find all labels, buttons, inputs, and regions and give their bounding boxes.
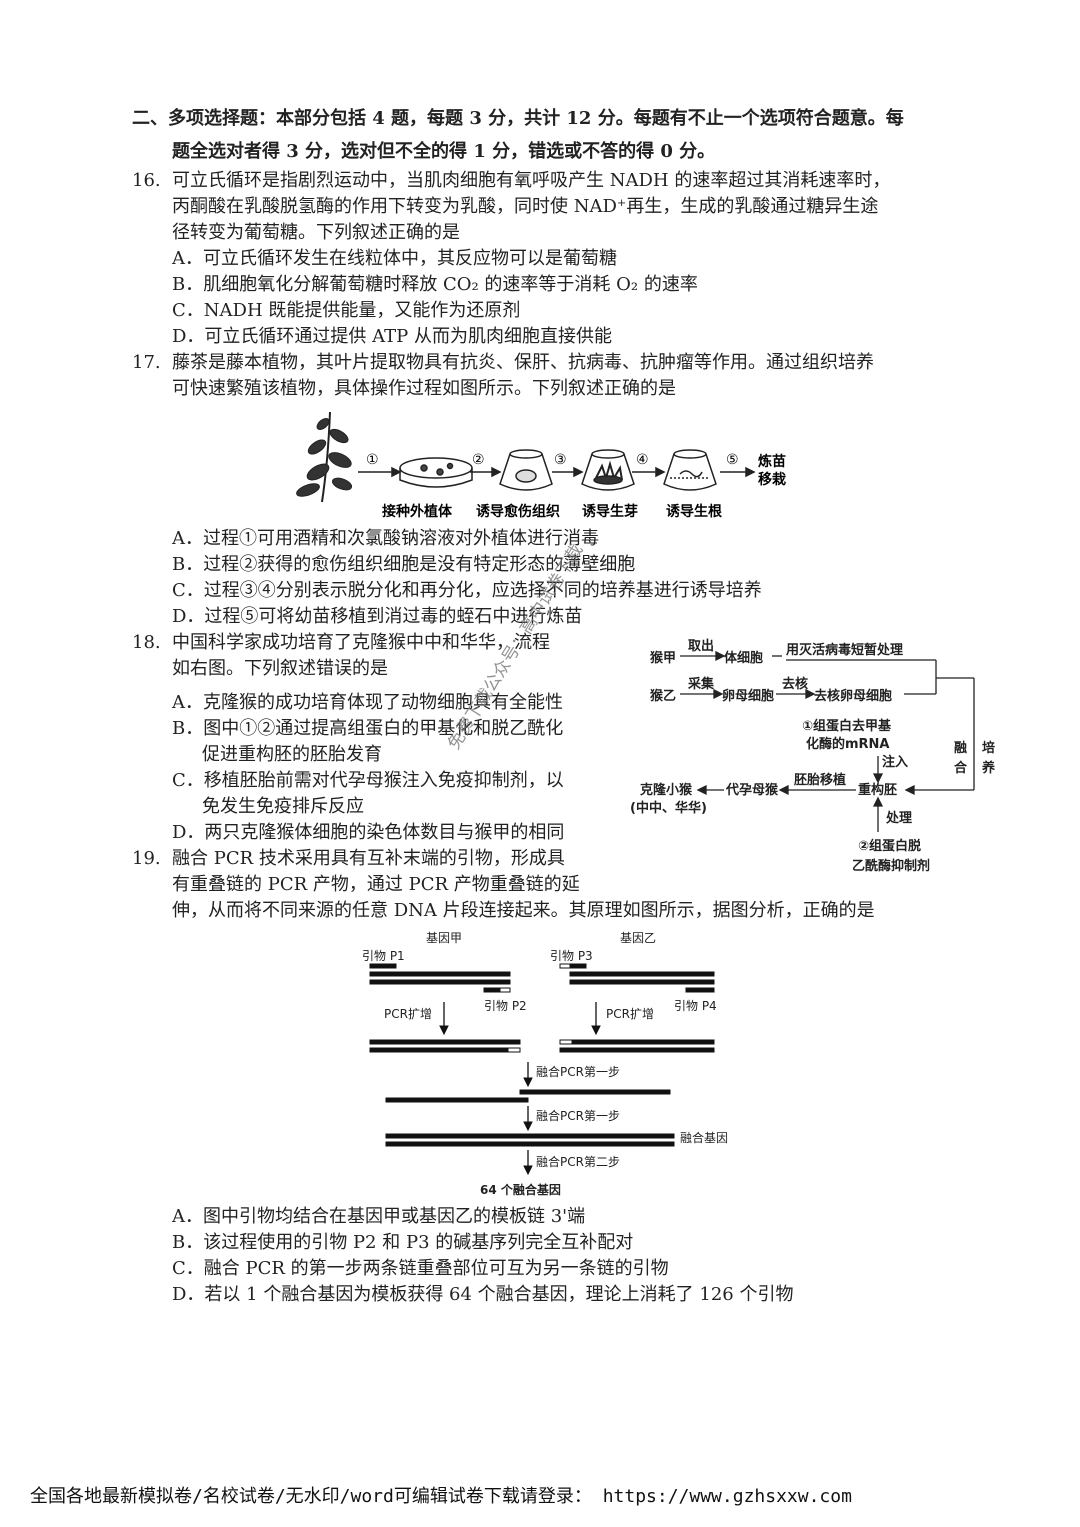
- footer-link-text[interactable]: 全国各地最新模拟卷/名校试卷/无水印/word可编辑试卷下载请登录： https…: [30, 1486, 852, 1507]
- diagram-label: 注入: [882, 754, 908, 770]
- flask-root-icon: [663, 449, 717, 491]
- q19-option-d: D．若以 1 个融合基因为模板获得 64 个融合基因，理论上消耗了 126 个引…: [172, 1284, 794, 1305]
- q18-option-b: B．图中①②通过提高组蛋白的甲基化和脱乙酰化: [172, 718, 564, 739]
- diagram-label: 融: [954, 740, 967, 756]
- question-number: 19.: [132, 848, 161, 869]
- q19-stem-line: 融合 PCR 技术采用具有互补末端的引物，形成具: [172, 848, 565, 869]
- end-label: 移栽: [758, 471, 786, 488]
- figure-caption: 诱导生芽: [582, 503, 638, 520]
- diagram-label: 64 个融合基因: [480, 1182, 561, 1197]
- q19-stem-line: 有重叠链的 PCR 产物，通过 PCR 产物重叠链的延: [172, 874, 580, 895]
- diagram-label: 取出: [688, 638, 714, 654]
- q17-stem-line: 可快速繁殖该植物，具体操作过程如图所示。下列叙述正确的是: [172, 378, 676, 399]
- q19-option-b: B．该过程使用的引物 P2 和 P3 的碱基序列完全互补配对: [172, 1232, 634, 1253]
- diagram-label: PCR扩增: [606, 1007, 654, 1021]
- q16-option-b: B．肌细胞氧化分解葡萄糖时释放 CO₂ 的速率等于消耗 O₂ 的速率: [172, 274, 698, 295]
- q16-stem-line: 可立氏循环是指剧烈运动中，当肌肉细胞有氧呼吸产生 NADH 的速率超过其消耗速率…: [172, 170, 891, 191]
- q17-option-d: D．过程⑤可将幼苗移植到消过毒的蛭石中进行炼苗: [172, 606, 583, 627]
- figure-caption: 接种外植体: [382, 503, 453, 520]
- q18-option-c: C．移植胚胎前需对代孕母猴注入免疫抑制剂，以: [172, 770, 564, 791]
- diagram-label: 基因甲: [426, 931, 462, 945]
- petri-dish-icon: [399, 457, 473, 488]
- q16-option-d: D．可立氏循环通过提供 ATP 从而为肌肉细胞直接供能: [172, 326, 613, 347]
- q17-option-a: A．过程①可用酒精和次氯酸钠溶液对外植体进行消毒: [172, 528, 599, 549]
- tissue-culture-figure: ① ② ③ ④ ⑤ 炼苗 移栽: [296, 411, 786, 520]
- diagram-label: 采集: [687, 676, 715, 692]
- end-label: 炼苗: [758, 453, 786, 470]
- q17-option-c: C．过程③④分别表示脱分化和再分化，应选择不同的培养基进行诱导培养: [172, 580, 762, 601]
- diagram-label: ①组蛋白去甲基: [802, 718, 892, 734]
- diagram-label: 去核卵母细胞: [814, 688, 892, 704]
- diagram-label: 乙酰酶抑制剂: [852, 858, 930, 874]
- diagram-label: (中中、华华): [630, 800, 707, 816]
- section-header-line1: 二、多项选择题：本部分包括 4 题，每题 3 分，共计 12 分。每题有不止一个…: [132, 108, 904, 129]
- step-label: ③: [554, 452, 567, 468]
- q18-option-b-cont: 促进重构胚的胚胎发育: [202, 744, 382, 765]
- section-header-line2: 题全选对者得 3 分，选对但不全的得 1 分，错选或不答的得 0 分。: [172, 141, 716, 162]
- q19-option-c: C．融合 PCR 的第一步两条链重叠部位可互为另一条链的引物: [172, 1258, 669, 1279]
- figure-caption: 诱导愈伤组织: [476, 503, 560, 520]
- diagram-label: ②组蛋白脱: [858, 838, 921, 854]
- diagram-label: 融合PCR第一步: [536, 1064, 620, 1079]
- cloning-flow-diagram: 猴甲 取出 体细胞 用灭活病毒短暂处理 猴乙 采集 卵母细胞 去核 去核卵母细胞…: [630, 638, 996, 874]
- flask-shoot-icon: [581, 449, 635, 491]
- diagram-label: 融合PCR第一步: [536, 1108, 620, 1123]
- diagram-label: 猴乙: [650, 688, 676, 704]
- diagram-label: 融合PCR第二步: [536, 1154, 620, 1169]
- diagram-label: 基因乙: [620, 931, 656, 945]
- diagram-label: 处理: [885, 810, 912, 826]
- step-label: ④: [636, 452, 649, 468]
- diagram-label: 引物 P4: [674, 999, 717, 1013]
- q16-stem-line: 丙酮酸在乳酸脱氢酶的作用下转变为乳酸，同时使 NAD⁺再生，生成的乳酸通过糖异生…: [172, 196, 879, 217]
- q18-option-c-cont: 免发生免疫排斥反应: [202, 796, 364, 817]
- diagram-label: 重构胚: [858, 782, 897, 798]
- q18-option-a: A．克隆猴的成功培育体现了动物细胞具有全能性: [172, 692, 563, 713]
- diagram-label: 引物 P2: [484, 999, 527, 1013]
- diagram-label: 去核: [782, 676, 808, 692]
- q16-option-a: A．可立氏循环发生在线粒体中，其反应物可以是葡萄糖: [172, 248, 617, 269]
- q17-option-b: B．过程②获得的愈伤组织细胞是没有特定形态的薄壁细胞: [172, 554, 636, 575]
- q16-stem-line: 径转变为葡萄糖。下列叙述正确的是: [172, 222, 460, 243]
- diagram-label: 卵母细胞: [722, 688, 774, 704]
- diagram-label: 合: [954, 760, 968, 776]
- diagram-label: 体细胞: [724, 650, 763, 666]
- diagram-label: 用灭活病毒短暂处理: [785, 642, 903, 658]
- fusion-pcr-diagram: 基因甲 基因乙 引物 P1 引物 P2 引物 P3 引物 P4 PCR扩增 PC…: [362, 931, 728, 1197]
- question-number: 17.: [132, 352, 161, 373]
- diagram-label: 克隆小猴: [640, 782, 693, 798]
- diagram-label: 养: [981, 760, 996, 776]
- q19-stem-line: 伸，从而将不同来源的任意 DNA 片段连接起来。其原理如图所示，据图分析，正确的…: [172, 900, 875, 921]
- question-number: 16.: [132, 170, 161, 191]
- diagram-label: 融合基因: [680, 1130, 728, 1145]
- flask-callus-icon: [499, 449, 553, 491]
- plant-icon: [296, 411, 353, 503]
- diagram-label: 猴甲: [650, 650, 676, 666]
- q19-option-a: A．图中引物均结合在基因甲或基因乙的模板链 3'端: [172, 1206, 586, 1227]
- diagram-label: 培: [982, 740, 995, 756]
- q16-option-c: C．NADH 既能提供能量，又能作为还原剂: [172, 300, 521, 321]
- step-label: ⑤: [726, 452, 739, 468]
- figure-caption: 诱导生根: [666, 503, 723, 520]
- step-label: ①: [366, 452, 379, 468]
- diagram-label: 引物 P1: [362, 949, 405, 963]
- diagram-label: 引物 P3: [550, 949, 593, 963]
- q18-stem-line: 中国科学家成功培育了克隆猴中中和华华，流程: [172, 632, 550, 653]
- step-label: ②: [472, 452, 485, 468]
- question-number: 18.: [132, 632, 161, 653]
- diagram-label: 胚胎移植: [794, 772, 846, 788]
- q18-option-d: D．两只克隆猴体细胞的染色体数目与猴甲的相同: [172, 822, 565, 843]
- q18-stem-line: 如右图。下列叙述错误的是: [172, 658, 388, 679]
- q17-stem-line: 藤茶是藤本植物，其叶片提取物具有抗炎、保肝、抗病毒、抗肿瘤等作用。通过组织培养: [172, 352, 874, 373]
- diagram-label: PCR扩增: [384, 1007, 432, 1021]
- diagram-label: 代孕母猴: [725, 782, 779, 798]
- diagram-label: 化酶的mRNA: [806, 736, 890, 752]
